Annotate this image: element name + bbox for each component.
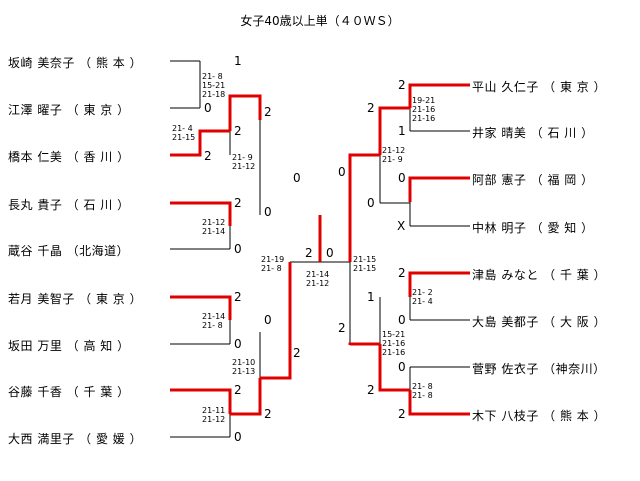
right-semi-bottom: 2	[338, 321, 346, 335]
score-left-m2: 21- 4 21-15	[172, 124, 196, 142]
left-r1-result-4: 2	[234, 196, 242, 210]
left-r1-result-1: 1	[234, 54, 242, 68]
score-left-m7: 21-11 21-12	[202, 406, 226, 424]
score-right-m6: 21- 8 21- 8	[412, 382, 433, 400]
left-r2-top: 2	[234, 124, 242, 138]
left-r3-d: 2	[264, 407, 272, 421]
left-player-6: 若月 美智子 （ 東 京 ）	[8, 292, 143, 306]
left-player-3: 橋本 仁美 （ 香 川 ）	[8, 150, 130, 164]
left-r1-result-2: 0	[204, 101, 212, 115]
left-r1-result-9: 0	[234, 430, 242, 444]
left-player-4: 長丸 貴子 （ 石 川 ）	[8, 198, 130, 212]
score-right-m4: 21-15 21-15	[353, 255, 377, 273]
score-left-m5: 21-14 21- 8	[202, 312, 226, 330]
score-center: 21-14 21-12	[306, 270, 330, 288]
right-r1-result-4: X	[397, 219, 406, 233]
right-r2-b: 0	[367, 196, 375, 210]
final-right-result: 0	[326, 246, 334, 260]
right-player-1: 平山 久仁子 （ 東 京 ）	[472, 80, 607, 94]
right-r2-d: 2	[367, 383, 375, 397]
score-right-m5: 15-21 21-16 21-16	[382, 330, 406, 357]
right-r1-result-1: 2	[398, 78, 406, 92]
final-left-result: 2	[305, 246, 313, 260]
right-player-7: 菅野 佐衣子 （神奈川）	[472, 362, 606, 376]
right-r1-result-5: 2	[398, 266, 406, 280]
right-r1-result-8: 2	[398, 407, 406, 421]
right-r2-c: 1	[367, 290, 375, 304]
left-r3-c: 0	[264, 313, 272, 327]
right-r1-result-7: 0	[398, 360, 406, 374]
left-player-7: 坂田 万里 （ 高 知 ）	[8, 339, 130, 353]
left-r1-result-3: 2	[204, 149, 212, 163]
right-semi-top: 0	[338, 165, 346, 179]
score-left-m4: 21-12 21-14	[202, 218, 226, 236]
left-r1-result-8: 2	[234, 383, 242, 397]
right-r1-result-3: 0	[398, 171, 406, 185]
right-player-4: 中林 明子 （ 愛 知 ）	[472, 221, 594, 235]
score-left-m8: 21-19 21- 8	[261, 255, 285, 273]
score-right-m1: 19-21 21-16 21-16	[412, 96, 436, 123]
left-r3-a: 2	[264, 105, 272, 119]
left-player-5: 蔵谷 千晶 （北海道）	[8, 244, 130, 258]
left-player-2: 江澤 曜子 （ 東 京 ）	[8, 103, 130, 117]
right-player-2: 井家 晴美 （ 石 川 ）	[472, 126, 594, 140]
score-left-m1: 21- 8 15-21 21-18	[202, 72, 226, 99]
left-player-8: 谷藤 千香 （ 千 葉 ）	[8, 385, 130, 399]
left-r1-result-7: 0	[234, 337, 242, 351]
right-player-6: 大島 美都子 （ 大 阪 ）	[472, 315, 607, 329]
right-r1-result-6: 0	[398, 313, 406, 327]
score-left-m3: 21- 9 21-12	[232, 153, 256, 171]
score-right-m2: 21-12 21- 9	[382, 146, 406, 164]
winner-lines	[170, 83, 470, 416]
score-right-m3: 21- 2 21- 4	[412, 288, 433, 306]
page-title: 女子40歳以上単（４０ＷＳ）	[240, 14, 400, 28]
right-player-5: 津島 みなと （ 千 葉 ）	[472, 268, 607, 282]
left-r1-result-6: 2	[234, 290, 242, 304]
right-r2-a: 2	[367, 101, 375, 115]
left-semi-top: 0	[293, 171, 301, 185]
right-r1-result-2: 1	[398, 124, 406, 138]
left-r3-b: 0	[264, 205, 272, 219]
left-player-9: 大西 満里子 （ 愛 媛 ）	[8, 432, 143, 446]
right-player-8: 木下 八枝子 （ 熊 本 ）	[472, 409, 607, 423]
left-player-1: 坂崎 美奈子 （ 熊 本 ）	[8, 56, 143, 70]
left-semi-bottom: 2	[293, 346, 301, 360]
left-r1-result-5: 0	[234, 242, 242, 256]
right-player-3: 阿部 憲子 （ 福 岡 ）	[472, 173, 594, 187]
score-left-m6: 21-10 21-13	[232, 358, 256, 376]
